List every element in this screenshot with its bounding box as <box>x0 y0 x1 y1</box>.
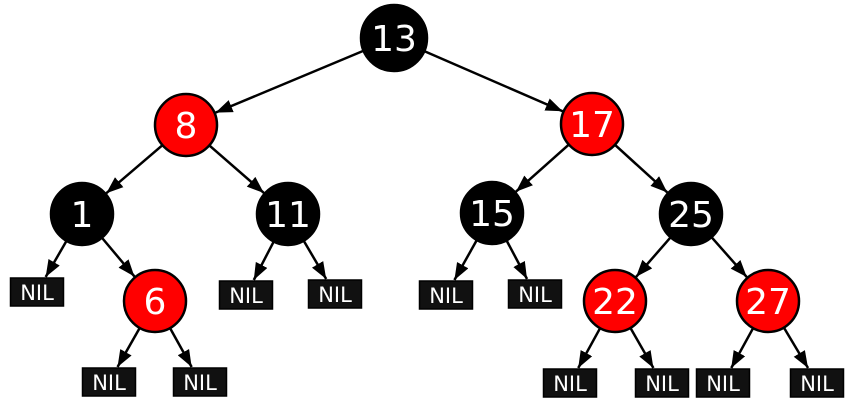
node-circle-black <box>49 181 115 247</box>
edge-13-17 <box>423 50 564 113</box>
nil-box <box>695 368 751 398</box>
tree-node-27: 27 <box>735 268 801 334</box>
nil-label: NIL <box>20 281 54 305</box>
node-value-label: 13 <box>371 19 417 60</box>
node-circle-black <box>255 181 321 247</box>
nil-box <box>307 279 363 309</box>
edge-1-6 <box>100 236 136 278</box>
node-value-label: 11 <box>265 195 311 236</box>
nil-box <box>9 277 65 307</box>
edge-13-8 <box>215 49 365 114</box>
tree-node-11: 11 <box>255 181 321 247</box>
nil-box <box>789 368 845 398</box>
nil-leaf-nil5: NIL <box>507 279 563 309</box>
tree-node-13: 13 <box>359 3 429 73</box>
node-circle-black <box>459 180 525 246</box>
node-circle-red <box>559 91 625 157</box>
edge-17-15 <box>515 143 570 193</box>
nil-leaf-nil8: NIL <box>542 368 598 398</box>
edge-27-nil11 <box>782 326 810 369</box>
edge-22-nil9 <box>629 327 655 369</box>
nil-leaf-nil10: NIL <box>695 368 751 398</box>
node-value-label: 25 <box>668 195 714 236</box>
nil-label: NIL <box>553 372 587 396</box>
edge-25-27 <box>710 236 748 278</box>
edge-6-nil6 <box>116 327 141 368</box>
node-circle-red <box>735 268 801 334</box>
nil-box <box>172 367 228 397</box>
nil-box <box>218 280 274 310</box>
nil-label: NIL <box>706 372 740 396</box>
tree-node-17: 17 <box>559 91 625 157</box>
nil-leaf-nil9: NIL <box>634 368 690 398</box>
edge-15-nil4 <box>453 239 478 281</box>
nil-label: NIL <box>429 284 463 308</box>
edge-22-nil8 <box>577 327 602 369</box>
nil-leaf-nil2: NIL <box>218 280 274 310</box>
nil-leaf-nil11: NIL <box>789 368 845 398</box>
nil-box <box>418 280 474 310</box>
edge-27-nil10 <box>730 327 755 369</box>
node-circle-black <box>658 181 724 247</box>
tree-node-25: 25 <box>658 181 724 247</box>
node-value-label: 17 <box>569 105 615 146</box>
nil-label: NIL <box>645 372 679 396</box>
edge-15-nil5 <box>505 239 529 280</box>
edge-8-1 <box>105 144 164 195</box>
node-circle-red <box>153 92 219 158</box>
nil-label: NIL <box>800 372 834 396</box>
nil-box <box>81 367 137 397</box>
edge-8-11 <box>208 144 265 194</box>
edge-6-nil7 <box>168 327 193 368</box>
nil-box <box>634 368 690 398</box>
node-value-label: 27 <box>745 282 791 323</box>
nil-leaf-nil1: NIL <box>9 277 65 307</box>
edge-11-nil2 <box>252 240 275 281</box>
nil-leaf-nil7: NIL <box>172 367 228 397</box>
tree-node-15: 15 <box>459 180 525 246</box>
edge-1-nil1 <box>44 240 68 278</box>
nil-leaf-nil6: NIL <box>81 367 137 397</box>
edge-17-25 <box>614 143 669 194</box>
node-value-label: 1 <box>71 195 94 236</box>
nil-leaf-nil4: NIL <box>418 280 474 310</box>
nil-label: NIL <box>229 284 263 308</box>
edge-11-nil3 <box>302 240 328 280</box>
nil-label: NIL <box>92 371 126 395</box>
nil-label: NIL <box>183 371 217 395</box>
tree-node-8: 8 <box>153 92 219 158</box>
nil-box <box>507 279 563 309</box>
nil-label: NIL <box>518 283 552 307</box>
nil-label: NIL <box>318 283 352 307</box>
node-value-label: 22 <box>592 282 638 323</box>
node-circle-red <box>582 268 648 334</box>
node-value-label: 15 <box>469 194 515 235</box>
nil-leaf-nil3: NIL <box>307 279 363 309</box>
tree-node-6: 6 <box>122 268 188 334</box>
tree-node-1: 1 <box>49 181 115 247</box>
node-value-label: 6 <box>144 282 167 323</box>
node-circle-red <box>122 268 188 334</box>
nil-box <box>542 368 598 398</box>
tree-node-22: 22 <box>582 268 648 334</box>
node-circle-black <box>359 3 429 73</box>
edge-25-22 <box>635 236 672 278</box>
node-value-label: 8 <box>175 106 198 147</box>
